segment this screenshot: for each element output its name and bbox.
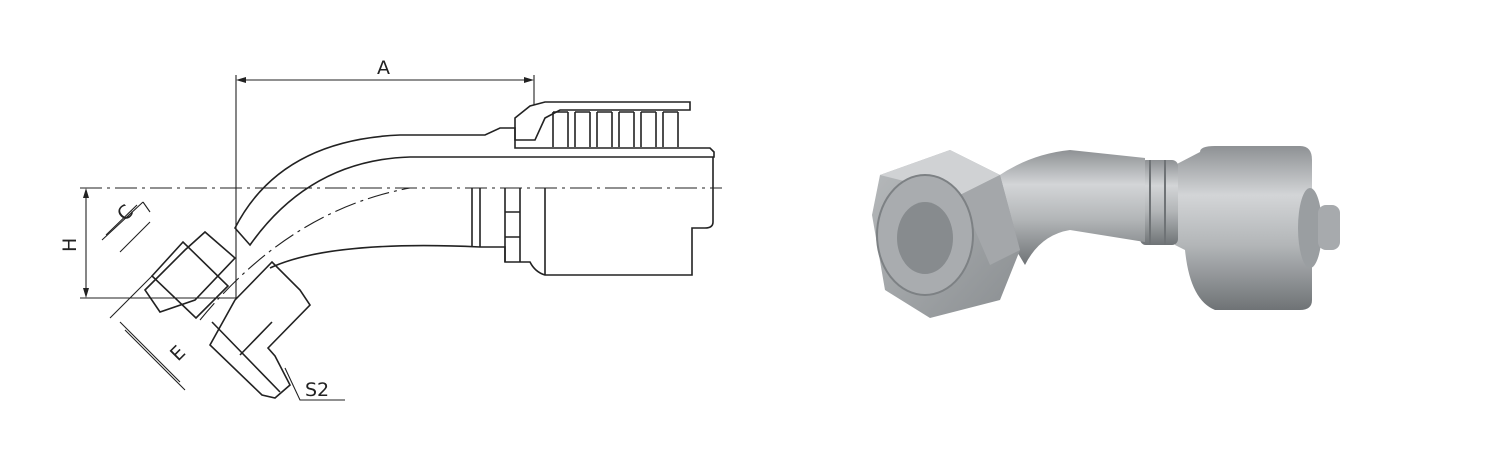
- nut-section: [143, 230, 237, 313]
- label-s2: S2: [305, 379, 329, 401]
- socket-cylinder: [1175, 146, 1312, 310]
- crimp-collar: [471, 188, 546, 275]
- tube-wall-section: [234, 127, 715, 247]
- bent-tube: [980, 150, 1145, 265]
- socket-section: [514, 101, 691, 141]
- bend-centerline: [199, 187, 411, 321]
- label-c: C: [113, 201, 138, 226]
- swivel-nut: [209, 260, 312, 399]
- tube-lower-outline: [269, 157, 714, 276]
- label-a: A: [377, 57, 390, 79]
- fitting-render: [872, 146, 1340, 318]
- socket-teeth: [552, 111, 679, 147]
- label-e: E: [166, 341, 190, 365]
- label-h: H: [59, 238, 81, 252]
- section-drawing: A C H E S2: [59, 57, 722, 401]
- crimp-collar-3d: [1140, 160, 1178, 245]
